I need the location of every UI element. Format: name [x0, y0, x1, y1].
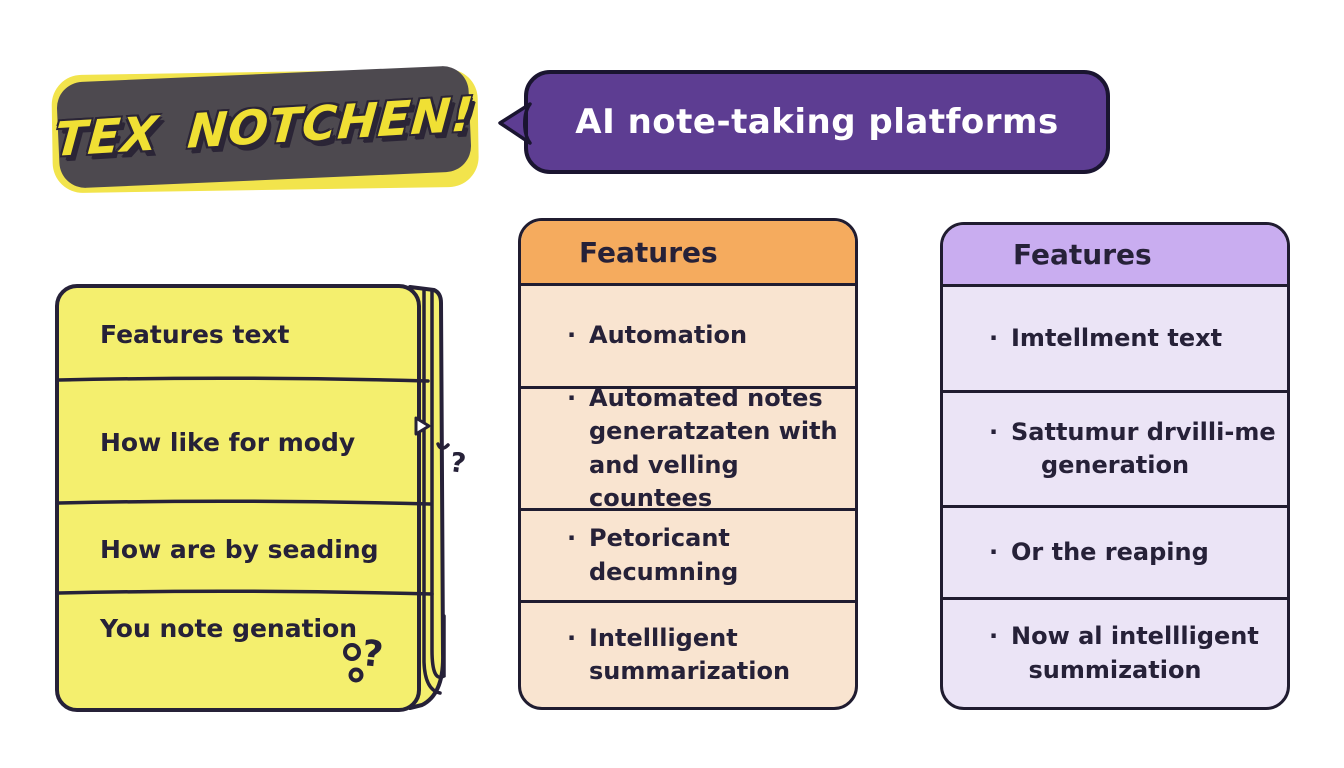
- table-row: · Petoricant decumning: [521, 508, 855, 600]
- notepad-row: How like for mody: [100, 382, 410, 503]
- feature-text: Automated notes: [589, 384, 823, 413]
- notepad-drawing: [55, 284, 450, 712]
- feature-text: Petoricant: [589, 524, 730, 553]
- notepad: Features text How like for mody How are …: [50, 276, 490, 726]
- features-table-purple: Features · Imtellment text · Sattumur drvi…: [940, 222, 1290, 710]
- notepad-row-label: How like for mody: [100, 428, 356, 457]
- feature-text: Or the reaping: [1011, 537, 1209, 566]
- notepad-separator-1: [57, 376, 430, 383]
- table-row: · Or the reaping: [943, 505, 1287, 597]
- feature-text: Imtellment text: [1011, 323, 1223, 352]
- notepad-row: You note genation: [100, 598, 410, 658]
- table-row: · Sattumur drvilli-me generation: [943, 390, 1287, 505]
- notepad-body: [55, 284, 421, 712]
- speech-bubble: AI note-taking platforms: [498, 70, 1110, 174]
- table-row: · Intellligent summarization: [521, 600, 855, 707]
- feature-text: decumning: [589, 557, 739, 586]
- feature-text: summarization: [589, 657, 791, 685]
- notepad-separator-2: [57, 499, 432, 506]
- bullet-icon: ·: [989, 537, 999, 566]
- notepad-separator-3: [57, 589, 434, 596]
- feature-text: generation: [1040, 451, 1190, 479]
- banner-title-text: TEX NOTCHEN!: [52, 86, 476, 168]
- title-banner: TEX NOTCHEN!: [51, 65, 480, 194]
- circle-doodle-icon: [348, 667, 364, 683]
- feature-text: and velling countees: [589, 450, 739, 512]
- feature-text: Sattumur drvilli-me: [1011, 417, 1276, 446]
- table-row: · Automated notes generatzaten with and v…: [521, 384, 855, 512]
- bullet-icon: ·: [567, 321, 577, 350]
- banner-plate: TEX NOTCHEN!: [52, 65, 476, 189]
- table-row: · Now al intellligent summization: [943, 597, 1287, 707]
- feature-text: summization: [1028, 655, 1202, 684]
- triangle-doodle-icon: [414, 416, 431, 436]
- feature-text: generatzaten with: [589, 417, 838, 446]
- bullet-icon: ·: [989, 417, 999, 446]
- feature-text: Now al intellligent: [1011, 622, 1259, 651]
- features-table-orange-header: Features: [521, 221, 855, 286]
- feature-text: Intellligent: [589, 623, 738, 652]
- bullet-icon: ·: [567, 623, 577, 652]
- table-row: · Imtellment text: [943, 287, 1287, 390]
- notepad-row-label: Features text: [100, 319, 290, 349]
- notepad-row-label: You note genation: [100, 613, 358, 643]
- feature-text: Automation: [589, 321, 748, 350]
- speech-bubble-text: AI note-taking platforms: [575, 102, 1059, 142]
- notepad-row: How are by seading: [100, 505, 410, 593]
- bullet-icon: ·: [989, 323, 999, 352]
- notepad-row-label: How are by seading: [100, 534, 379, 564]
- table-row: · Automation: [521, 286, 855, 386]
- bullet-icon: ·: [567, 384, 577, 413]
- question-mark-doodle: ?: [359, 633, 385, 676]
- features-table-purple-header: Features: [943, 225, 1287, 287]
- circle-doodle-icon: [343, 643, 361, 661]
- bullet-icon: ·: [989, 622, 999, 651]
- notepad-binding-line-2: [430, 288, 446, 679]
- speech-bubble-tail-icon: [498, 102, 532, 145]
- tick-doodle-icon: [436, 442, 450, 450]
- bullet-icon: ·: [567, 524, 577, 553]
- notepad-row: Features text: [100, 288, 410, 380]
- notepad-binding-line-1: [422, 287, 442, 695]
- features-table-orange: Features · Automation · Automated notes ge…: [518, 218, 858, 710]
